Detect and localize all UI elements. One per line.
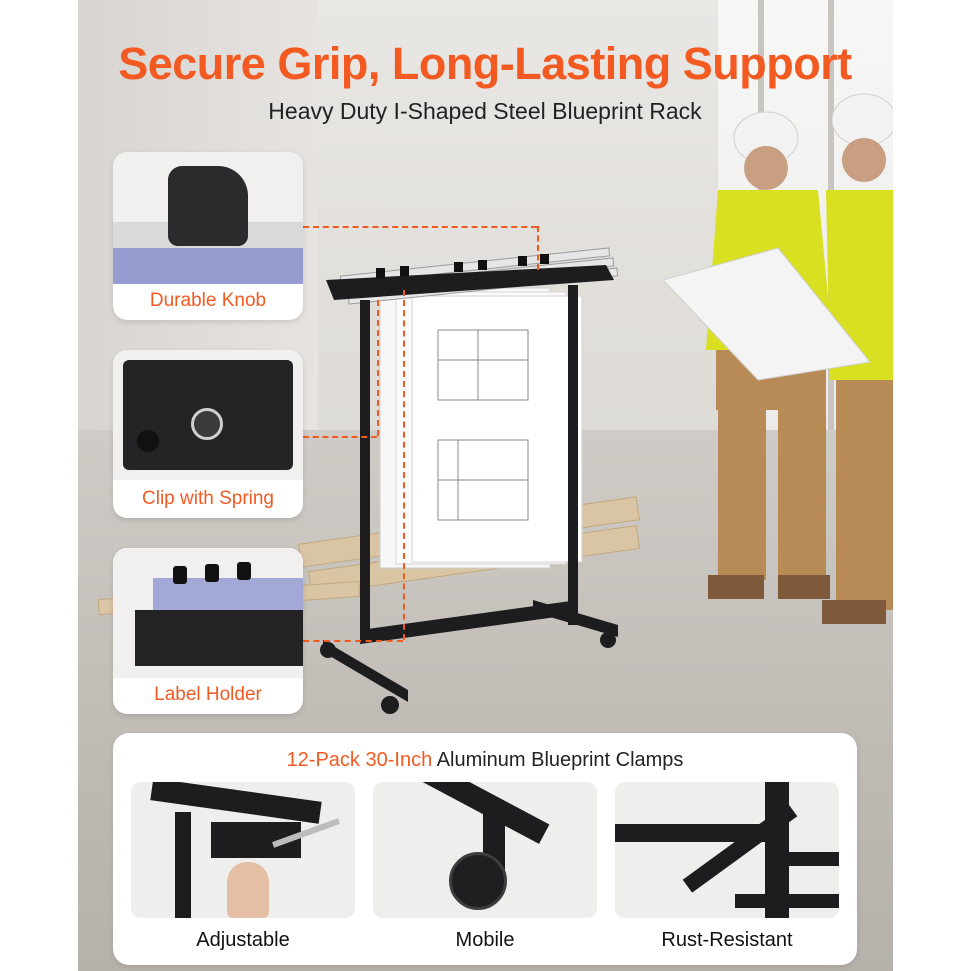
callout-clip-with-spring: Clip with Spring xyxy=(113,350,303,518)
knob-photo xyxy=(113,152,303,284)
callout-label: Clip with Spring xyxy=(142,488,274,509)
feature-label: Adjustable xyxy=(196,929,290,951)
leader-line-clip xyxy=(377,300,379,436)
callout-label: Label Holder xyxy=(154,684,262,705)
blueprint-sheet xyxy=(662,247,871,381)
feature-thumb-rust-resistant xyxy=(615,782,839,918)
feature-thumb-adjustable xyxy=(131,782,355,918)
leader-line-knob xyxy=(303,226,537,228)
feature-label: Mobile xyxy=(455,929,515,951)
caster-wheel-icon xyxy=(449,852,507,910)
feature-label: Rust-Resistant xyxy=(661,929,793,951)
leader-line-label xyxy=(303,640,403,642)
callout-label: Durable Knob xyxy=(149,290,267,311)
features-title-accent: 12-Pack 30-Inch xyxy=(286,749,433,771)
callout-label-holder: Label Holder xyxy=(113,548,303,714)
label-holder-icon xyxy=(135,610,303,666)
callout-durable-knob: Durable Knob xyxy=(113,152,303,320)
knob-icon xyxy=(168,166,248,246)
features-title: 12-Pack 30-Inch Aluminum Blueprint Clamp… xyxy=(113,749,857,772)
blueprint-rack-illustration xyxy=(320,93,893,714)
features-panel: 12-Pack 30-Inch Aluminum Blueprint Clamp… xyxy=(113,733,857,965)
leader-line-clip xyxy=(303,436,377,438)
leader-line-label xyxy=(403,290,405,640)
rack-frame xyxy=(320,265,618,714)
headline: Secure Grip, Long-Lasting Support xyxy=(118,38,852,89)
hanging-blueprints xyxy=(379,287,583,569)
feature-thumb-mobile xyxy=(373,782,597,918)
spring-clip-photo xyxy=(113,350,303,480)
features-title-rest: Aluminum Blueprint Clamps xyxy=(436,749,684,771)
clamp-knobs xyxy=(376,254,549,278)
subheadline: Heavy Duty I-Shaped Steel Blueprint Rack xyxy=(268,98,702,124)
leader-line-knob xyxy=(537,226,539,270)
label-holder-photo xyxy=(113,548,303,678)
